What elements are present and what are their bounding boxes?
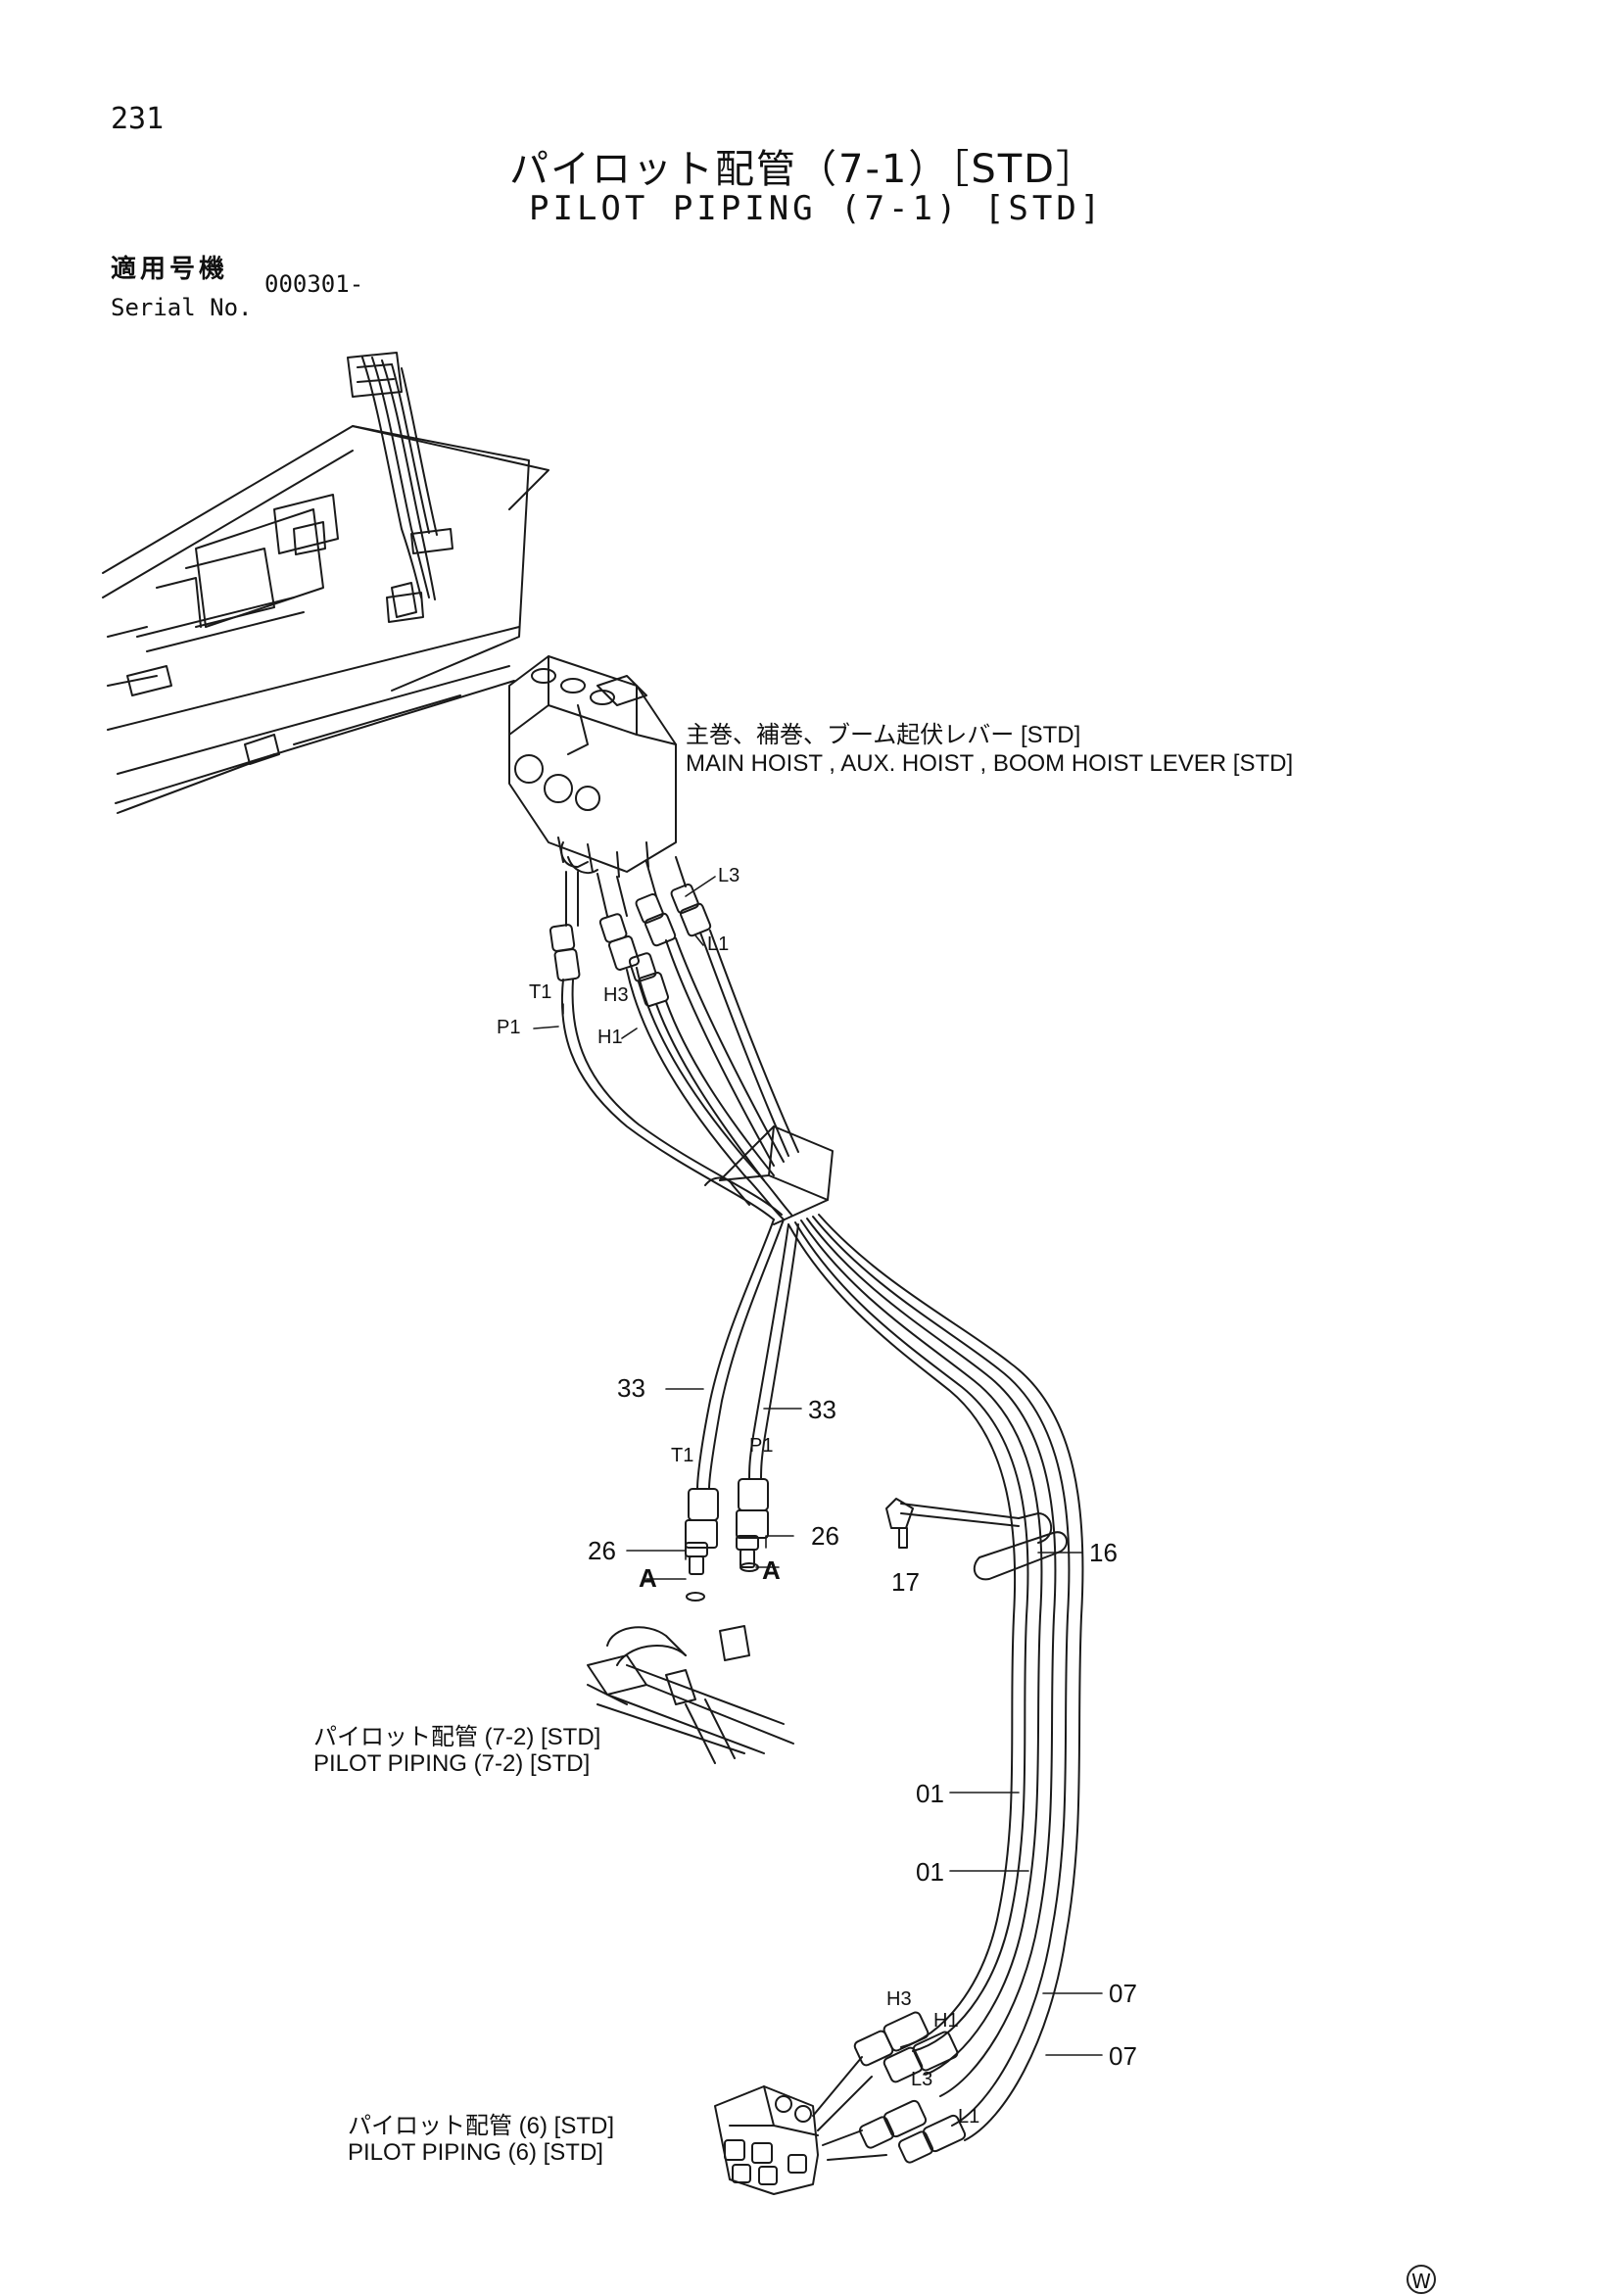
part-number-33-left: 33	[617, 1373, 645, 1403]
port-label-l3-top: L3	[718, 865, 740, 886]
lower-hose-fittings	[812, 2011, 967, 2164]
part-number-26-left: 26	[588, 1536, 616, 1565]
port-label-l1-top: L1	[707, 933, 730, 955]
manifold-7-2	[587, 1625, 794, 1764]
port-label-l1-bottom: L1	[958, 2106, 980, 2128]
operator-console-frame	[102, 352, 549, 814]
port-label-p1-mid: P1	[749, 1435, 774, 1457]
port-label-t1-mid: T1	[671, 1445, 694, 1466]
port-label-h3-bottom: H3	[886, 1988, 912, 2010]
serial-label-english: Serial No.	[111, 294, 253, 321]
port-label-h1-bottom: H1	[933, 2010, 959, 2032]
port-label-t1-top: T1	[529, 981, 552, 1003]
part-number-07-upper: 07	[1109, 1979, 1137, 2008]
view-marker-a-left: A	[639, 1563, 657, 1593]
port-label-h3-top: H3	[603, 984, 629, 1006]
valve-block-6	[714, 2085, 819, 2195]
page-number: 231	[111, 102, 165, 136]
part-number-01-upper: 01	[916, 1779, 944, 1808]
part-number-26-right: 26	[811, 1521, 839, 1551]
serial-label-japanese: 適用号機	[111, 255, 229, 284]
tee-fittings-t1-p1	[685, 1478, 769, 1602]
w-stamp-mark: W	[1407, 2265, 1436, 2294]
part-number-01-lower: 01	[916, 1857, 944, 1887]
main-hose-bundle	[787, 1214, 1084, 2141]
piping-7-2-callout-japanese: パイロット配管 (7-2) [STD]	[313, 1724, 601, 1750]
view-marker-a-right: A	[762, 1555, 781, 1585]
part-number-16: 16	[1089, 1538, 1118, 1567]
page-title-english: PILOT PIPING (7-1) [STD]	[529, 189, 1105, 228]
port-label-p1-top: P1	[497, 1017, 521, 1038]
part-number-07-lower: 07	[1109, 2041, 1137, 2071]
part-number-33-right: 33	[808, 1395, 836, 1424]
piping-7-2-callout-english: PILOT PIPING (7-2) [STD]	[313, 1750, 591, 1777]
piping-6-callout-japanese: パイロット配管 (6) [STD]	[348, 2113, 615, 2139]
lever-callout-english: MAIN HOIST , AUX. HOIST , BOOM HOIST LEV…	[686, 750, 1294, 777]
port-label-l3-bottom: L3	[911, 2069, 933, 2090]
lever-callout-japanese: 主巻、補巻、ブーム起伏レバー [STD]	[686, 722, 1081, 748]
lever-valve-block	[508, 655, 677, 878]
leader-lines	[533, 876, 1103, 2056]
upper-hose-fittings	[549, 856, 712, 1007]
hose-bracket	[704, 1125, 834, 1225]
part-number-17: 17	[891, 1567, 920, 1597]
piping-6-callout-english: PILOT PIPING (6) [STD]	[348, 2139, 603, 2166]
page-title-japanese: パイロット配管（7-1）［STD］	[509, 147, 1097, 192]
serial-number-value: 000301-	[264, 270, 364, 298]
port-label-h1-top: H1	[597, 1027, 623, 1048]
hose-33-pair	[696, 1219, 799, 1490]
